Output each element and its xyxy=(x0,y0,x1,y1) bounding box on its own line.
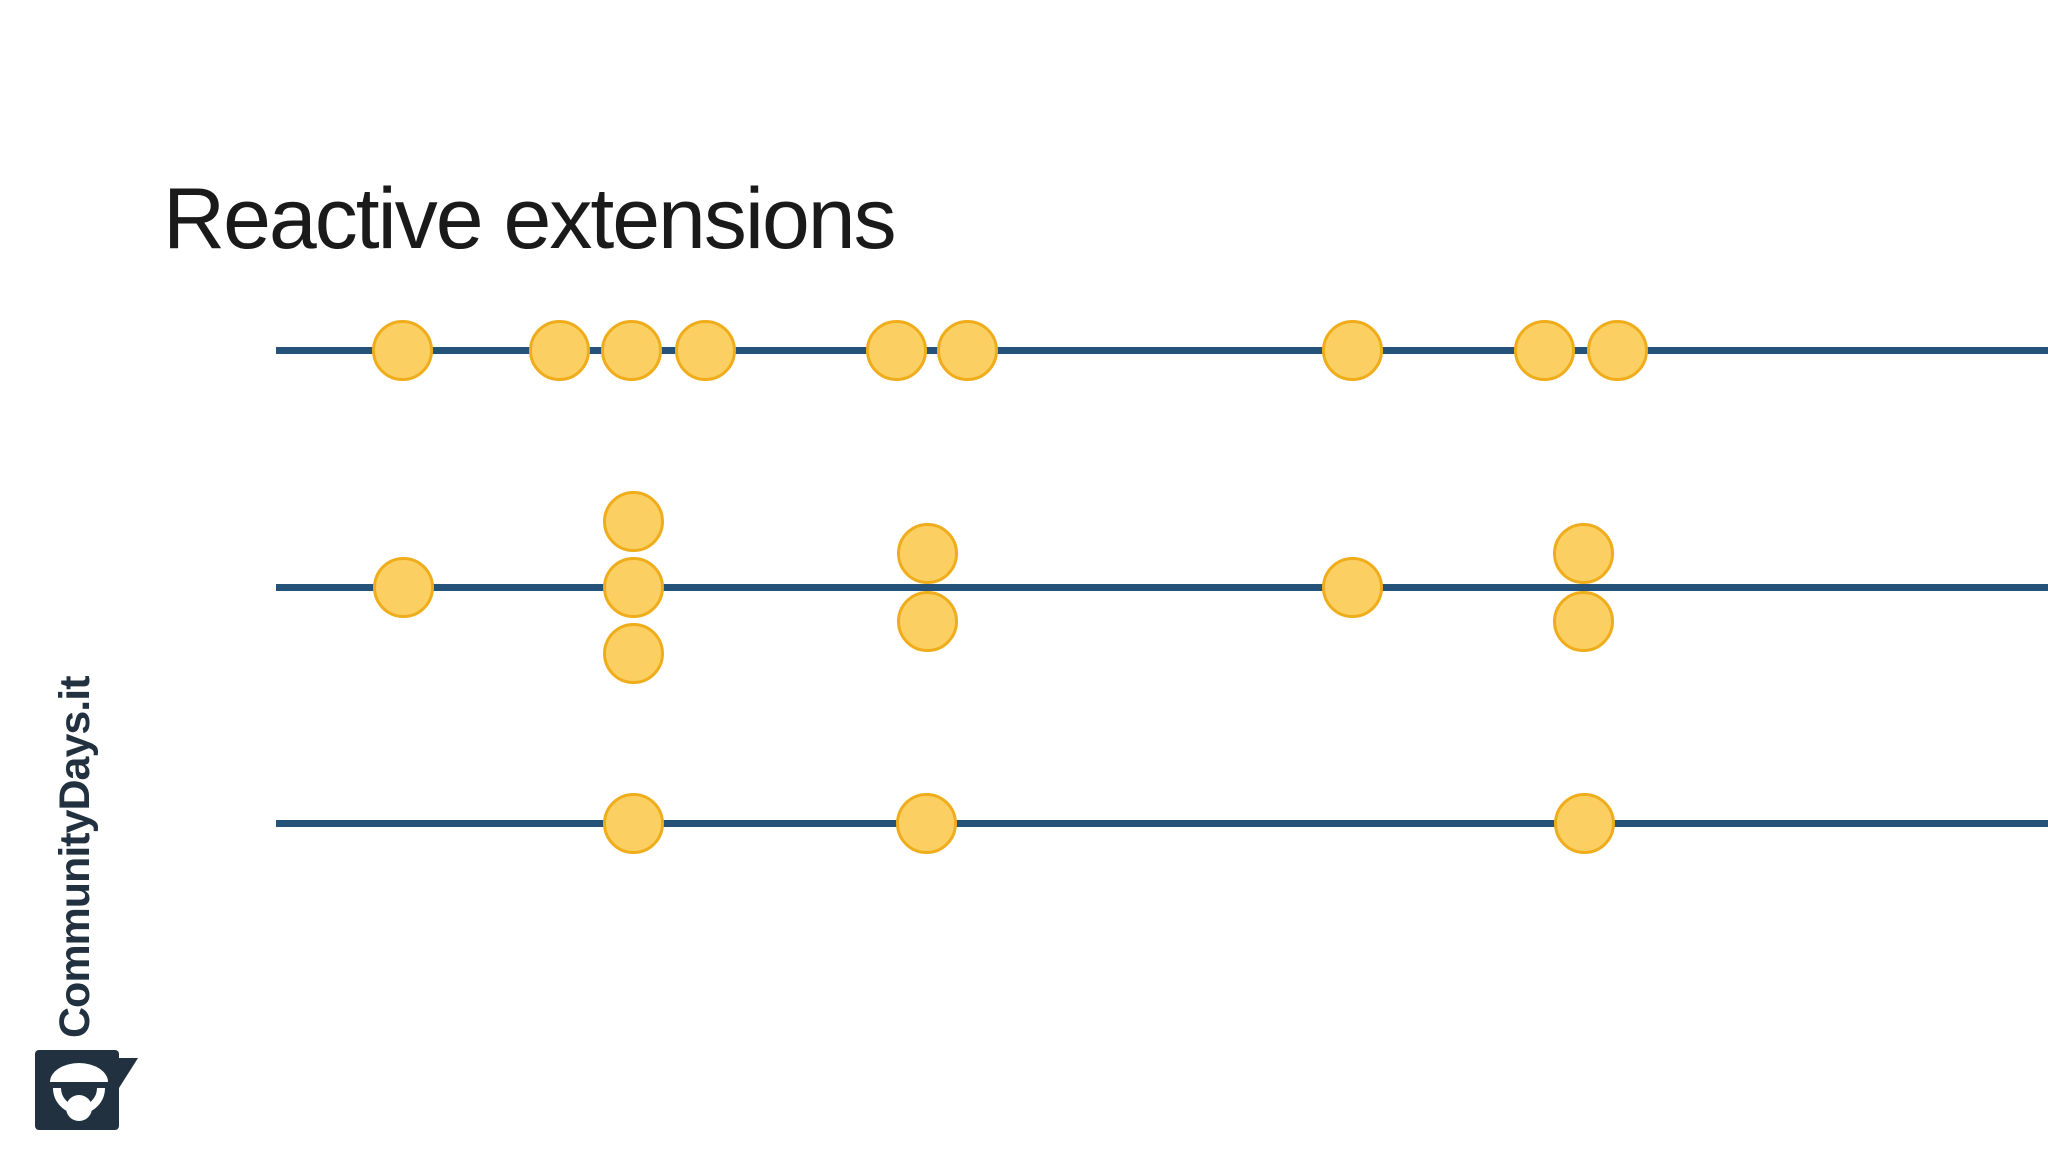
communitydays-logo-icon xyxy=(35,1050,138,1130)
marble xyxy=(895,792,957,854)
marble xyxy=(371,319,433,381)
marble xyxy=(936,319,998,381)
logo-head xyxy=(66,1095,92,1121)
marble xyxy=(602,556,664,618)
timeline-source-stream-1 xyxy=(276,346,2048,354)
marble xyxy=(600,319,662,381)
marble xyxy=(1586,319,1648,381)
marble xyxy=(865,319,927,381)
marble xyxy=(674,319,736,381)
logo-dome xyxy=(50,1063,108,1082)
timeline-source-stream-2 xyxy=(276,583,2048,591)
marble xyxy=(1552,522,1614,584)
timeline-result-stream xyxy=(276,819,2048,827)
marble xyxy=(1513,319,1575,381)
marble xyxy=(896,590,958,652)
slide-title: Reactive extensions xyxy=(163,170,897,267)
marble xyxy=(1552,590,1614,652)
logo-text: CommunityDays.it xyxy=(51,676,99,1038)
marble xyxy=(602,622,664,684)
marble xyxy=(372,556,434,618)
marble xyxy=(528,319,590,381)
marble xyxy=(602,490,664,552)
marble xyxy=(896,522,958,584)
logo-bubble-tail xyxy=(119,1058,138,1088)
marble xyxy=(1553,792,1615,854)
marble xyxy=(602,792,664,854)
marble xyxy=(1321,556,1383,618)
marble xyxy=(1321,319,1383,381)
